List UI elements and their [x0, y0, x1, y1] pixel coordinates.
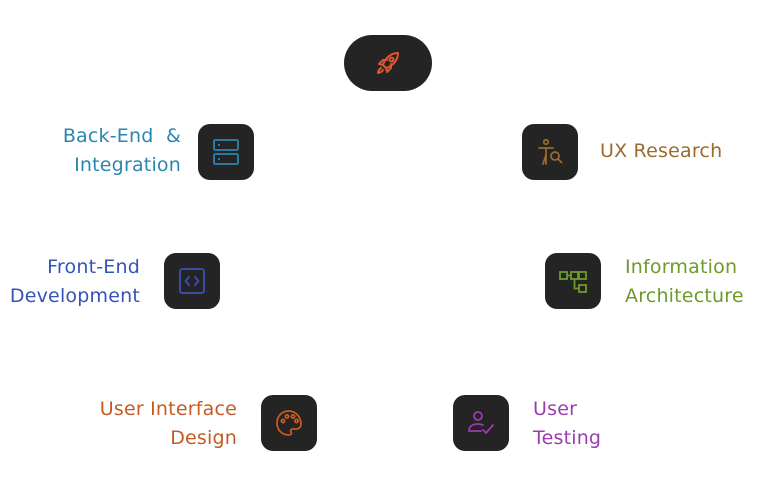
- node-ux-research-line-1: UX Research: [600, 140, 723, 162]
- node-frontend-tile: [164, 253, 220, 309]
- node-info-arch-line-2: Architecture: [625, 285, 744, 307]
- node-backend-tile: [198, 124, 254, 180]
- node-ux-research-label: UX Research: [600, 137, 722, 166]
- node-frontend-label: Front-End Development: [0, 253, 140, 311]
- code-icon: [179, 268, 205, 294]
- node-info-arch-tile: [545, 253, 601, 309]
- node-backend-line-1: Back-End &: [62, 125, 181, 147]
- user-search-icon: [538, 138, 563, 165]
- node-user-testing-tile: [453, 395, 509, 451]
- node-frontend-line-2: Development: [9, 285, 140, 307]
- node-ux-research-tile: [522, 124, 578, 180]
- node-user-testing-line-1: User: [533, 398, 578, 420]
- node-info-arch-line-1: Information: [625, 256, 738, 278]
- node-backend-label: Back-End & Integration: [40, 122, 181, 180]
- sitemap-icon: [559, 271, 587, 293]
- rocket-icon: [377, 52, 399, 74]
- node-backend-line-2: Integration: [74, 154, 181, 176]
- node-info-arch-label: Information Architecture: [625, 253, 744, 311]
- node-ui-design-line-1: User Interface: [99, 398, 237, 420]
- node-frontend-line-1: Front-End: [47, 256, 140, 278]
- rocket-hub: [344, 35, 432, 91]
- node-ui-design-line-2: Design: [170, 427, 237, 449]
- node-ui-design-tile: [261, 395, 317, 451]
- node-user-testing-label: User Testing: [533, 395, 601, 453]
- user-check-icon: [468, 411, 494, 434]
- node-user-testing-line-2: Testing: [533, 427, 602, 449]
- palette-icon: [276, 410, 302, 436]
- server-icon: [213, 139, 239, 165]
- node-ui-design-label: User Interface Design: [60, 395, 237, 453]
